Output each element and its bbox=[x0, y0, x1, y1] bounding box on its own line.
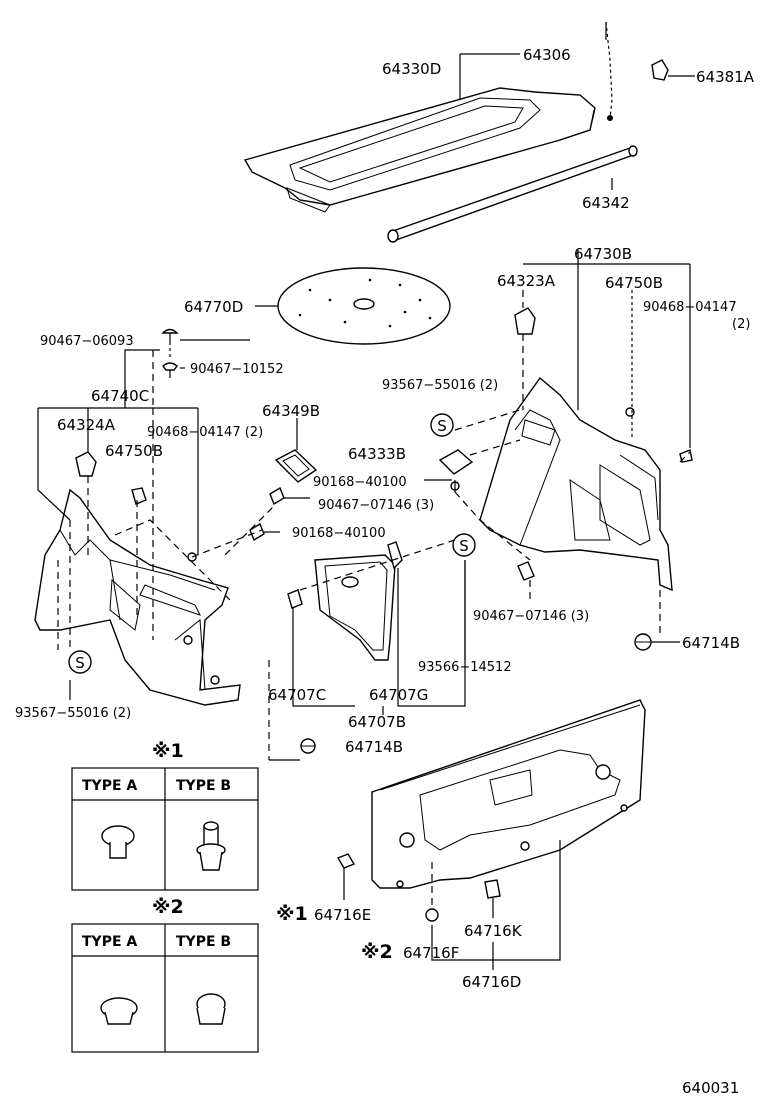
label-64714B-right: 64714B bbox=[682, 634, 740, 652]
label-64306: 64306 bbox=[523, 46, 571, 64]
weatherstrip-64342 bbox=[387, 145, 638, 243]
legend1-title: ※1 bbox=[152, 740, 184, 762]
label-64750B-left: 64750B bbox=[105, 442, 163, 460]
label-64750B-right: 64750B bbox=[605, 274, 663, 292]
legend1-type-a-fastener-icon bbox=[101, 825, 135, 859]
label-64716K: 64716K bbox=[464, 922, 523, 940]
legend2-type-b-clip-icon bbox=[196, 993, 226, 1025]
top-leaders bbox=[255, 53, 695, 307]
right-cover-64333B bbox=[438, 449, 474, 475]
label-90468-04147-left: 90468−04147 (2) bbox=[147, 425, 263, 440]
label-93567-55016-right: 93567−55016 (2) bbox=[382, 378, 498, 393]
center-fastener-64714B bbox=[300, 738, 316, 754]
left-screws bbox=[187, 486, 285, 562]
left-cover-64349B bbox=[274, 449, 318, 483]
label-64333B: 64333B bbox=[348, 445, 406, 463]
left-leaders bbox=[37, 339, 310, 700]
center-clip-64707C bbox=[287, 589, 303, 609]
legend1-type-a: TYPE A bbox=[82, 778, 137, 794]
label-64716F: 64716F bbox=[403, 944, 459, 962]
label-90168-40100-b: 90168−40100 bbox=[292, 526, 386, 541]
label-64323A: 64323A bbox=[497, 272, 556, 290]
label-64330D: 64330D bbox=[382, 60, 441, 78]
legend-table-1: ※1 TYPE A TYPE B bbox=[71, 740, 259, 891]
s-mark-right: S bbox=[437, 417, 447, 435]
label-64730B: 64730B bbox=[574, 245, 632, 263]
left-fastener-90467-10152 bbox=[162, 362, 178, 378]
label-64381A: 64381A bbox=[696, 68, 755, 86]
label-90468-04147-right-qty: (2) bbox=[732, 317, 750, 332]
right-fastener-64714B bbox=[634, 633, 652, 651]
label-93567-55016-left: 93567−55016 (2) bbox=[15, 706, 131, 721]
label-64324A: 64324A bbox=[57, 416, 116, 434]
label-64716D: 64716D bbox=[462, 973, 521, 991]
label-64707B: 64707B bbox=[348, 713, 406, 731]
left-clip-64324A bbox=[75, 451, 97, 477]
legend2-type-a-clip-icon bbox=[100, 997, 138, 1025]
right-quarter-trim bbox=[479, 376, 673, 592]
label-93566-14512: 93566−14512 bbox=[418, 660, 512, 675]
label-90168-40100-a: 90168−40100 bbox=[313, 475, 407, 490]
spare-tire-cover bbox=[277, 267, 451, 345]
center-cover-panel bbox=[314, 554, 396, 661]
tray-clip-64381A bbox=[651, 59, 669, 81]
package-tray-trim bbox=[243, 87, 596, 213]
back-panel-trim bbox=[371, 699, 646, 889]
legend-table-2: ※2 TYPE A TYPE B bbox=[71, 896, 259, 1053]
legend2-title: ※2 bbox=[152, 896, 184, 918]
back-panel-fasteners bbox=[336, 853, 501, 922]
label-64707G: 64707G bbox=[369, 686, 428, 704]
label-64342: 64342 bbox=[582, 194, 630, 212]
label-90467-10152: 90467−10152 bbox=[190, 362, 284, 377]
label-64716E: 64716E bbox=[314, 906, 371, 924]
s-mark-center: S bbox=[459, 537, 469, 555]
label-90467-07146-a: 90467−07146 (3) bbox=[318, 498, 434, 513]
right-leaders bbox=[424, 250, 691, 660]
back-panel-leaders bbox=[343, 840, 561, 970]
note2-mark-64716F: ※2 bbox=[361, 941, 393, 963]
label-64740C: 64740C bbox=[91, 387, 149, 405]
legend1-type-b-fastener-icon bbox=[196, 821, 226, 871]
left-fastener-90467-06093 bbox=[161, 328, 179, 342]
legend2-type-a: TYPE A bbox=[82, 934, 137, 950]
label-90468-04147-right: 90468−04147 bbox=[643, 300, 737, 315]
label-64707C: 64707C bbox=[268, 686, 326, 704]
tray-cord bbox=[605, 21, 613, 121]
left-clip-64750B bbox=[131, 487, 147, 505]
s-marks bbox=[68, 413, 476, 674]
right-clip-64323A bbox=[514, 307, 536, 335]
label-64349B: 64349B bbox=[262, 402, 320, 420]
legend2-type-b: TYPE B bbox=[176, 934, 231, 950]
label-64714B-left: 64714B bbox=[345, 738, 403, 756]
figure-code: 640031 bbox=[682, 1079, 739, 1097]
note1-mark-64716E: ※1 bbox=[276, 903, 308, 925]
s-mark-left: S bbox=[75, 654, 85, 672]
label-90467-07146-b: 90467−07146 (3) bbox=[473, 609, 589, 624]
label-64770D: 64770D bbox=[184, 298, 243, 316]
label-90467-06093: 90467−06093 bbox=[40, 334, 134, 349]
legend1-type-b: TYPE B bbox=[176, 778, 231, 794]
